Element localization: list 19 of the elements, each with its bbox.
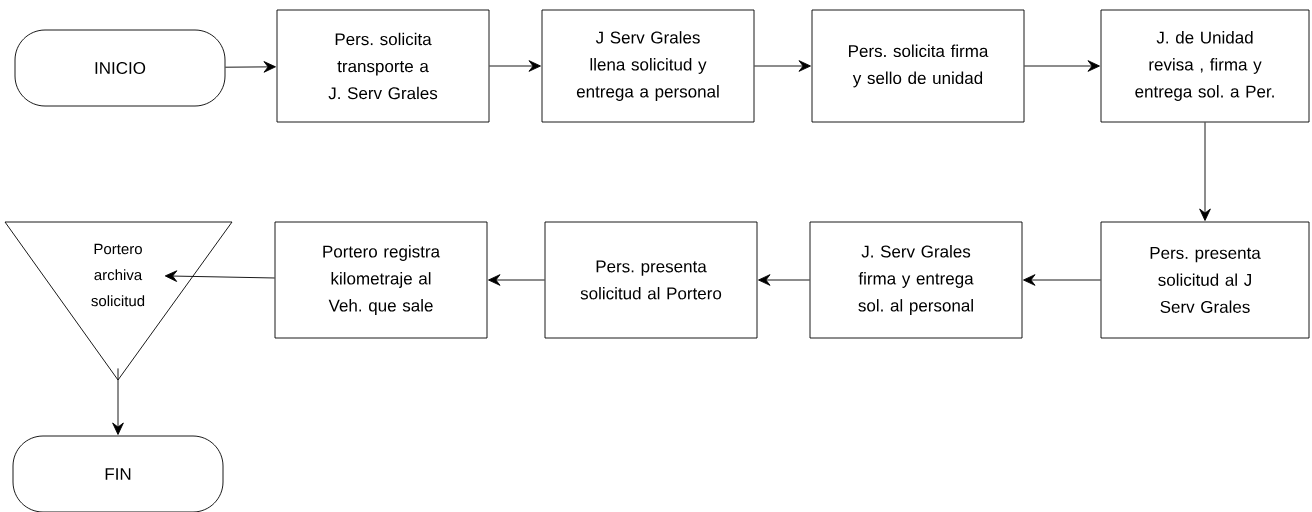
process-box: Pers. solicita firma y sello de unidad (811, 9, 1025, 123)
arrow (488, 274, 545, 286)
arrow (112, 422, 124, 435)
arrow (1024, 60, 1100, 72)
arrow (164, 270, 275, 282)
arrow (754, 60, 811, 72)
process-box: Pers. presenta solicitud al Portero (544, 221, 758, 339)
process-box: Portero registra kilometraje al Veh. que sale (274, 221, 488, 339)
process-box: Pers. presenta solicitud al J Serv Grales (1100, 221, 1310, 339)
arrow (1199, 122, 1211, 221)
arrow (758, 274, 810, 286)
arrow (489, 60, 541, 72)
process-box: J. Serv Grales firma y entrega sol. al personal (809, 221, 1023, 339)
arrow (225, 61, 276, 73)
process-box: J Serv Grales llena solicitud y entrega a personal (541, 9, 755, 123)
inverted-triangle: Portero archiva solicitud (4, 221, 233, 381)
process-box: J. de Unidad revisa , firma y entrega sol. a Per. (1100, 9, 1310, 123)
process-box: Pers. solicita transporte a J. Serv Grales (276, 9, 490, 123)
arrow (1023, 274, 1101, 286)
